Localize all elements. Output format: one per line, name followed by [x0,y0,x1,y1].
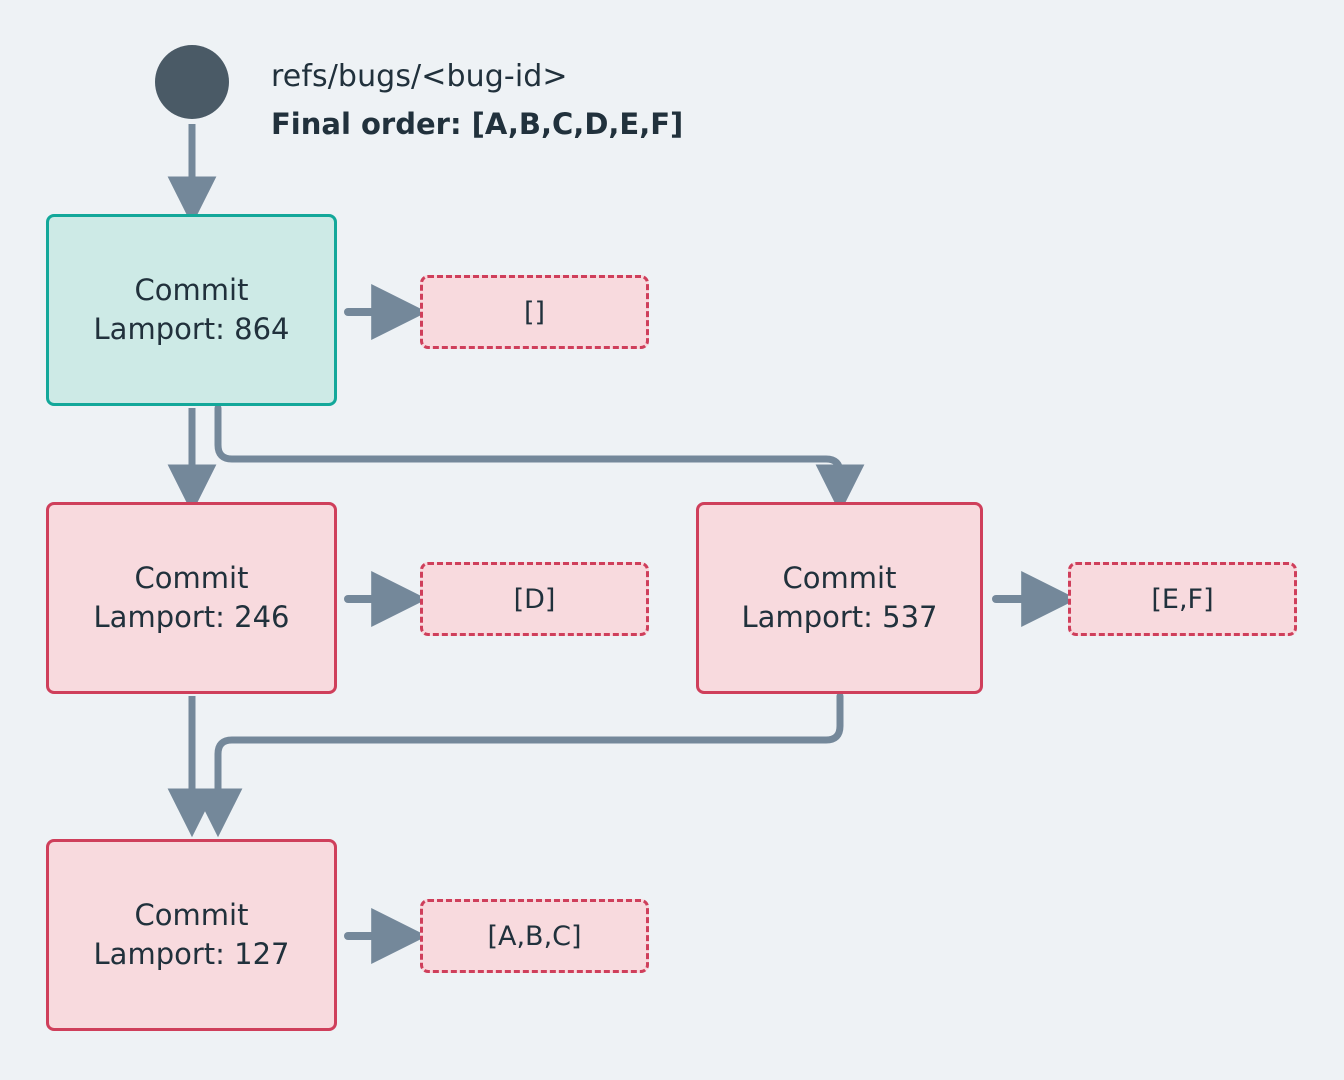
node-title: Commit [134,273,249,308]
header-block: refs/bugs/<bug-id> Final order: [A,B,C,D… [271,58,891,144]
payload-chip-537[interactable]: [E,F] [1068,562,1297,636]
final-order-label: Final order: [A,B,C,D,E,F] [271,107,684,142]
node-commit-537[interactable]: Commit Lamport: 537 [696,502,983,694]
node-lamport: Lamport: 864 [93,312,290,346]
node-lamport: Lamport: 537 [741,600,938,634]
edge-864-to-537 [214,404,865,514]
node-commit-864[interactable]: Commit Lamport: 864 [46,214,337,406]
node-title: Commit [134,561,249,596]
payload-text: [D] [513,583,556,615]
payload-text: [] [523,296,546,328]
node-title: Commit [134,898,249,933]
payload-text: [A,B,C] [487,920,582,952]
payload-chip-864[interactable]: [] [420,275,649,349]
node-lamport: Lamport: 127 [93,937,290,971]
payload-text: [E,F] [1151,583,1214,615]
node-commit-127[interactable]: Commit Lamport: 127 [46,839,337,1031]
ref-label: refs/bugs/<bug-id> [271,59,568,94]
edge-537-to-127 [193,692,844,838]
payload-chip-127[interactable]: [A,B,C] [420,899,649,973]
root-commit-dot [155,45,229,119]
payload-chip-246[interactable]: [D] [420,562,649,636]
node-title: Commit [782,561,897,596]
node-lamport: Lamport: 246 [93,600,290,634]
node-commit-246[interactable]: Commit Lamport: 246 [46,502,337,694]
